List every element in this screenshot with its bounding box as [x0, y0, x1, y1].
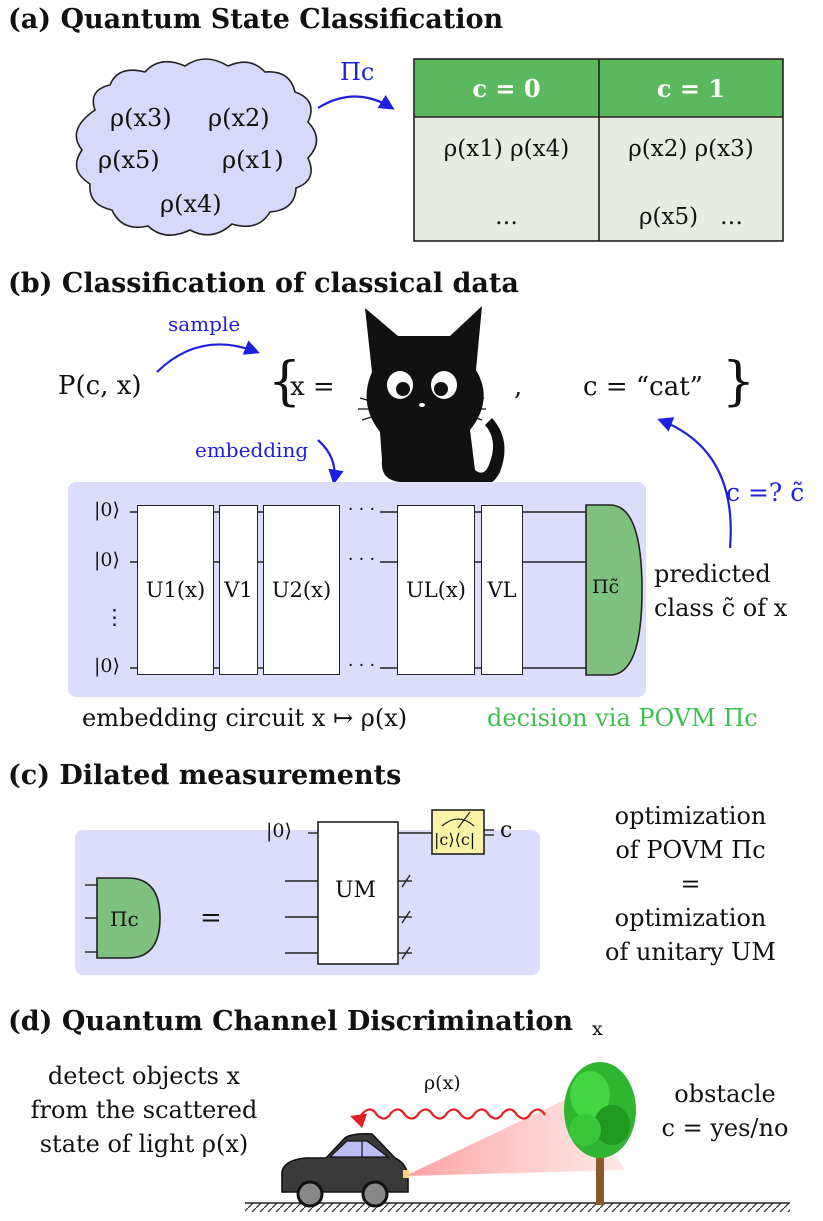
tree	[564, 1062, 636, 1205]
set-comma: ,	[514, 372, 523, 402]
ellipsis: · · ·	[348, 550, 376, 570]
wire-label: |0⟩	[94, 549, 120, 571]
table-header-c1: c = 1	[656, 73, 726, 103]
embedding-label: embedding	[195, 438, 309, 462]
predicted-line1: predicted	[654, 560, 771, 588]
scattered-light	[350, 1108, 546, 1129]
wire-label: |0⟩	[94, 499, 120, 521]
tree-label: x	[592, 1018, 603, 1040]
distribution-label: P(c, x)	[58, 371, 142, 401]
povm-shape	[96, 877, 161, 959]
gate-ul: UL(x)	[397, 505, 475, 675]
ellipsis: · · ·	[348, 500, 376, 520]
equals-sign: =	[200, 903, 222, 933]
left-brace: {	[268, 352, 302, 412]
panel-b-heading: (b) Classification of classical data	[8, 268, 519, 299]
projector-box	[431, 809, 485, 855]
table-cell: ρ(x2) ρ(x3)	[628, 136, 754, 162]
equivalence-line: =	[680, 870, 701, 898]
set-c-label: c = “cat”	[583, 372, 703, 402]
gate-u1: U1(x)	[137, 505, 214, 675]
detect-line: detect objects x	[47, 1062, 241, 1090]
gate-v1: V1	[219, 505, 258, 675]
measure-shape	[585, 504, 643, 676]
projector-label: |c⟩⟨c|	[434, 830, 476, 849]
wire-label: |0⟩	[94, 655, 120, 677]
cloud-state: ρ(x2)	[208, 104, 270, 132]
predicted-line2: class c̃ of x	[654, 594, 788, 622]
gate-vl: VL	[481, 505, 523, 675]
classify-label: Πc	[340, 58, 375, 86]
caption-decision: decision via POVM Πc	[487, 704, 758, 732]
cat-image	[358, 306, 505, 486]
cloud-state: ρ(x1)	[222, 146, 284, 174]
obstacle-line: c = yes/no	[661, 1114, 789, 1142]
sample-arrow	[156, 340, 260, 373]
ground	[245, 1202, 790, 1212]
check-label: c =? c̃	[726, 478, 805, 507]
table-cell: ρ(x5) …	[638, 204, 743, 230]
embedding-arrow	[317, 439, 344, 486]
ellipsis: · · ·	[348, 656, 376, 676]
prediction-arrow	[657, 417, 732, 549]
wire-label: ⋮	[104, 605, 125, 629]
equivalence-line: of unitary UM	[605, 938, 776, 966]
cloud-state: ρ(x5)	[98, 146, 160, 174]
equivalence-line: optimization	[614, 802, 767, 830]
right-brace: }	[722, 352, 756, 412]
detect-line: from the scattered	[30, 1096, 258, 1124]
light-label: ρ(x)	[424, 1072, 461, 1094]
table-cell: …	[495, 204, 518, 230]
state-cloud	[75, 58, 318, 236]
classify-arrow	[317, 94, 395, 110]
gate-u2: U2(x)	[263, 505, 340, 675]
outcome-label: c	[500, 818, 513, 843]
measure-label: Πc̃	[592, 576, 620, 598]
car	[281, 1133, 409, 1208]
set-x-label: x =	[290, 372, 335, 402]
dilation-background	[75, 830, 540, 975]
equivalence-line: optimization	[614, 904, 767, 932]
table-header-c0: c = 0	[472, 73, 541, 103]
sample-label: sample	[168, 312, 241, 336]
panel-a-heading: (a) Quantum State Classification	[8, 4, 504, 35]
detect-line: state of light ρ(x)	[39, 1130, 249, 1158]
unitary-label: UM	[335, 878, 377, 903]
panel-c-heading: (c) Dilated measurements	[8, 760, 402, 791]
panel-d-heading: (d) Quantum Channel Discrimination	[8, 1006, 573, 1037]
table-cell: ρ(x1) ρ(x4)	[443, 136, 570, 162]
cloud-state: ρ(x3)	[110, 104, 172, 132]
cloud-state: ρ(x4)	[160, 190, 222, 218]
equivalence-line: of POVM Πc	[615, 836, 766, 864]
ancilla-label: |0⟩	[266, 820, 292, 842]
caption-circuit: embedding circuit x ↦ ρ(x)	[82, 704, 408, 732]
obstacle-line: obstacle	[674, 1080, 776, 1108]
povm-label: Πc	[110, 907, 139, 931]
